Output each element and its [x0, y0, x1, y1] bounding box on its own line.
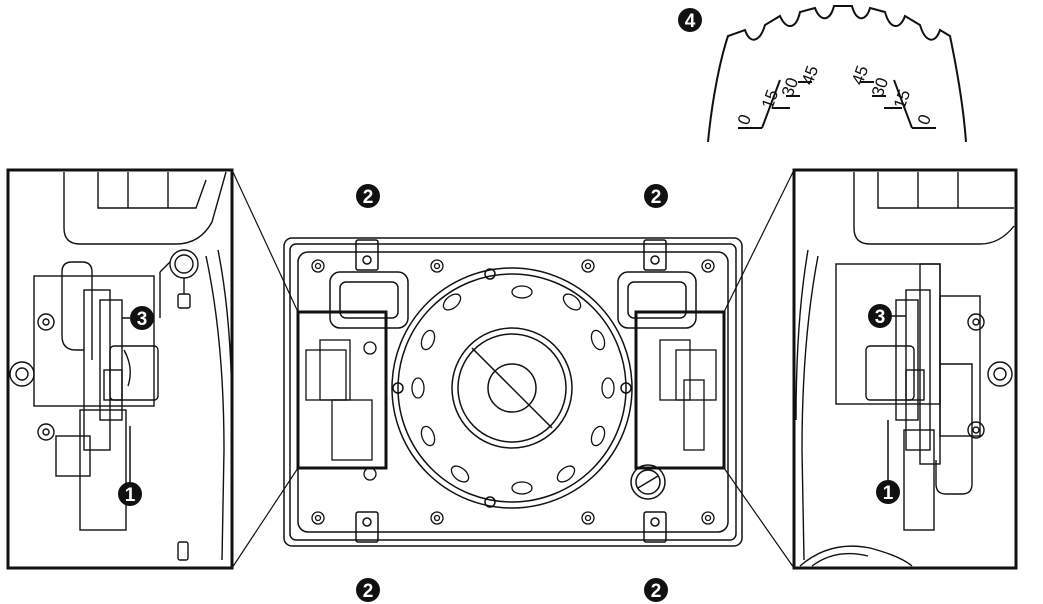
callout-1-left: 1 [118, 426, 142, 506]
callout-3-left: 3 [122, 306, 154, 330]
callout-1-left-label: 1 [125, 485, 136, 506]
woofer-vent-holes [411, 285, 615, 495]
angle-scale-left [738, 79, 812, 129]
tick-right-0: 0 [914, 112, 935, 127]
callout-2-top-left: 2 [356, 184, 380, 208]
cabinet-clips [355, 239, 667, 543]
callout-2-bottom-right-label: 2 [651, 581, 662, 602]
left-panel-drawing [9, 171, 233, 561]
detail-panel-right [792, 168, 1018, 570]
center-bracket-right [659, 339, 717, 451]
detail-frame-left [296, 310, 388, 470]
callout-3-left-label: 3 [137, 309, 148, 330]
angle-scale-right [860, 79, 936, 129]
callout-2-bottom-right: 2 [644, 578, 668, 602]
zoom-lines [231, 169, 795, 569]
callout-4: 4 [678, 8, 702, 32]
tick-right-30: 30 [868, 75, 892, 99]
callout-3-right-label: 3 [875, 307, 886, 328]
callout-3-right: 3 [868, 304, 906, 328]
tick-left-0: 0 [734, 112, 755, 127]
callout-2-top-right: 2 [644, 184, 668, 208]
callout-1-right: 1 [876, 420, 900, 504]
detail-frame-right [634, 310, 726, 470]
right-panel-drawing [795, 172, 1015, 567]
cabinet-screws [311, 259, 715, 525]
angle-scale-gear [707, 5, 967, 143]
callout-4-label: 4 [685, 11, 696, 32]
tick-left-45: 45 [798, 63, 822, 87]
speaker-cabinet [283, 237, 743, 547]
gear-outline [707, 5, 967, 143]
callout-1-right-label: 1 [883, 483, 894, 504]
callout-2-top-right-label: 2 [651, 187, 662, 208]
tick-right-45: 45 [848, 63, 872, 87]
detail-panel-left [6, 168, 234, 570]
top-left-handle [329, 271, 409, 329]
top-right-handle [617, 271, 697, 329]
woofer [391, 267, 633, 509]
callout-2-bottom-left-label: 2 [363, 581, 374, 602]
center-bracket-left [305, 339, 377, 481]
tilt-knob [630, 464, 666, 500]
callout-2-top-left-label: 2 [363, 187, 374, 208]
callout-2-bottom-left: 2 [356, 578, 380, 602]
